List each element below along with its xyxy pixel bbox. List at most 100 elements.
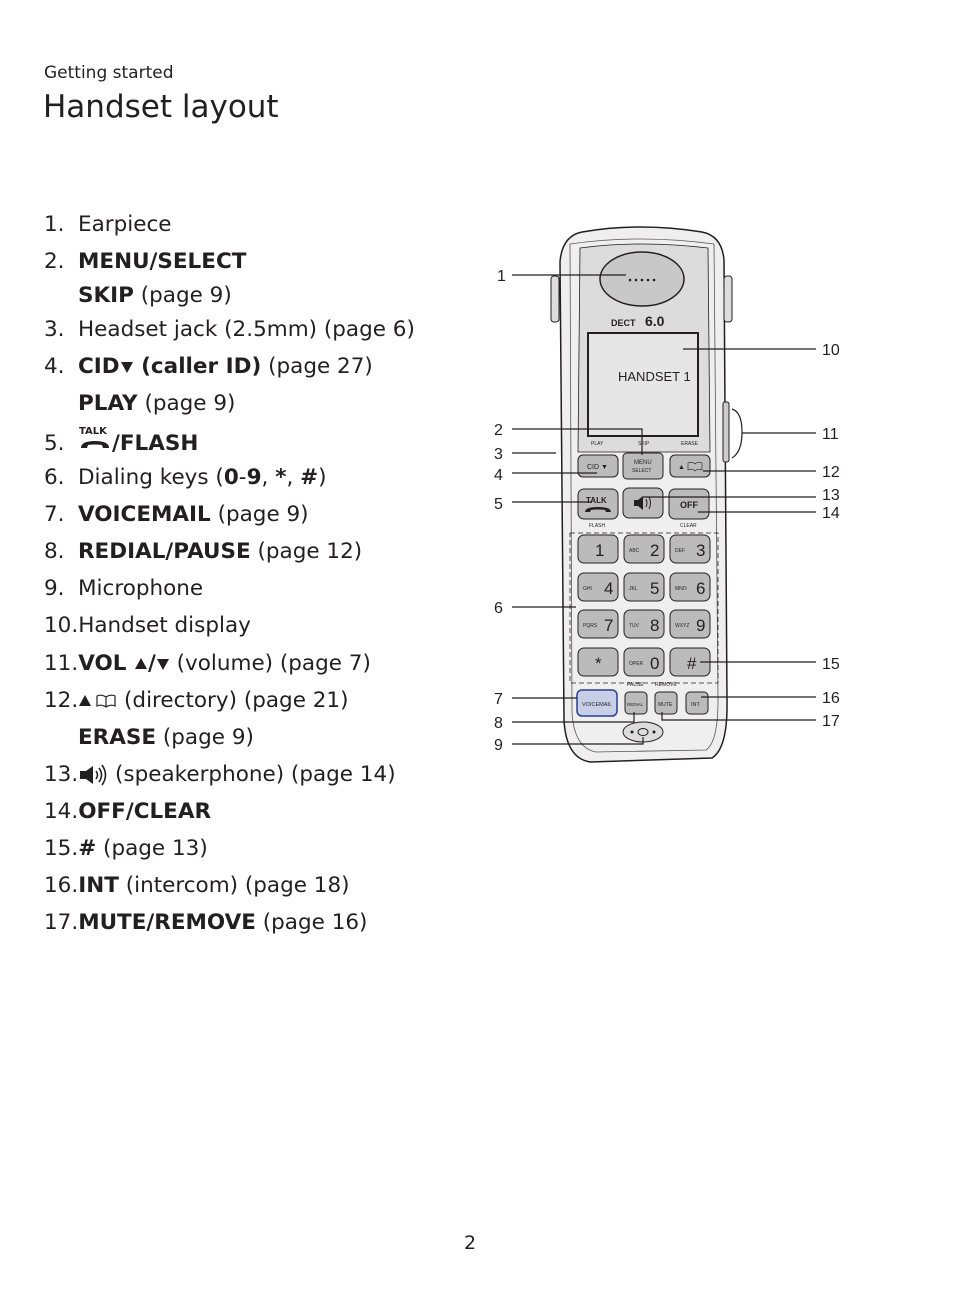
list-item: 8.REDIAL/PAUSE (page 12) — [44, 539, 363, 564]
keypad-digit: 2 — [650, 541, 659, 560]
directory-key[interactable] — [669, 454, 711, 478]
menu-select-key[interactable] — [622, 452, 664, 480]
pause-label: PAUSE — [627, 682, 644, 688]
keypad-key-3[interactable] — [669, 534, 711, 564]
callout-lines — [512, 274, 816, 745]
keypad-digit: 7 — [604, 616, 613, 635]
list-item-continued: ERASE (page 9) — [78, 725, 254, 750]
down-arrow-icon — [120, 362, 133, 373]
voicemail-key[interactable] — [576, 689, 618, 717]
list-item-continued: PLAY (page 9) — [78, 391, 236, 416]
list-item: 1.Earpiece — [44, 212, 172, 237]
keypad-letters: OPER — [629, 661, 644, 667]
keypad-digit: 0 — [650, 654, 659, 673]
down-arrow-icon — [156, 659, 169, 670]
callout-9: 9 — [494, 737, 503, 754]
callout-5: 5 — [494, 496, 503, 513]
clear-label: CLEAR — [680, 523, 697, 529]
handset-illustration: DECT 6.0 HANDSET 1 PLAY SKIP ERASE CID ▼… — [494, 226, 840, 763]
list-item: 14.OFF/CLEAR — [44, 799, 212, 824]
list-item: 7.VOICEMAIL (page 9) — [44, 502, 309, 527]
callout-4: 4 — [494, 467, 503, 484]
list-item: 3.Headset jack (2.5mm) (page 6) — [44, 317, 415, 342]
cid-key-label: CID ▼ — [587, 464, 608, 471]
display-text: HANDSET 1 — [618, 369, 691, 384]
redial-key-label: REDIAL — [627, 702, 644, 707]
list-item: 2.MENU/SELECT — [44, 249, 247, 274]
keypad-letters: MNO — [675, 586, 687, 592]
voicemail-key-label: VOICEMAIL — [582, 702, 612, 708]
keypad-digit: 8 — [650, 616, 659, 635]
keypad-key-8[interactable] — [623, 609, 665, 639]
keypad-letters: GHI — [583, 586, 592, 592]
handset-display — [587, 332, 699, 437]
dect-brand: DECT — [611, 318, 636, 328]
section-header: Getting started — [44, 63, 174, 83]
page-title: Handset layout — [43, 89, 279, 125]
up-arrow-icon — [79, 695, 92, 706]
list-item: 15.# (page 13) — [44, 836, 208, 861]
list-item: 4.CID (caller ID) (page 27) — [44, 354, 373, 379]
off-key-label: OFF — [680, 500, 698, 510]
keypad-key-0[interactable] — [623, 647, 665, 677]
callout-14: 14 — [822, 505, 840, 522]
keypad-key-4[interactable] — [577, 572, 619, 602]
left-grip — [550, 275, 560, 323]
keypad-key-9[interactable] — [669, 609, 711, 639]
play-label: PLAY — [591, 441, 604, 447]
callout-7: 7 — [494, 691, 503, 708]
dect-version: 6.0 — [645, 313, 665, 329]
menu-key-label: MENU — [634, 460, 652, 466]
volume-buttons — [722, 401, 730, 463]
callout-6: 6 — [494, 600, 503, 617]
speakerphone-icon — [80, 764, 107, 786]
select-key-label: SELECT — [632, 468, 651, 474]
callout-12: 12 — [822, 464, 840, 481]
keypad-digit: 4 — [604, 579, 613, 598]
keypad-digit: * — [595, 654, 602, 673]
directory-key-label: ▲ — [678, 464, 685, 471]
keypad-key-star[interactable] — [577, 647, 619, 677]
redial-key[interactable] — [624, 691, 648, 715]
callout-11: 11 — [822, 426, 839, 443]
callout-1: 1 — [497, 268, 506, 285]
callout-13: 13 — [822, 487, 840, 504]
callout-16: 16 — [822, 690, 840, 707]
cid-key[interactable] — [577, 454, 619, 478]
mute-key-label: MUTE — [658, 702, 673, 708]
list-item: 17.MUTE/REMOVE (page 16) — [44, 910, 368, 935]
keypad-key-5[interactable] — [623, 572, 665, 602]
keypad-letters: WXYZ — [675, 623, 689, 629]
keypad-digit: 3 — [696, 541, 705, 560]
keypad-digit: 5 — [650, 579, 659, 598]
directory-book-icon — [96, 694, 116, 708]
list-item: 12. (directory) (page 21) — [44, 688, 349, 713]
list-item: 6.Dialing keys (0-9, *, #) — [44, 465, 327, 490]
keypad-key-6[interactable] — [669, 572, 711, 602]
callout-3: 3 — [494, 446, 503, 463]
list-item-continued: SKIP (page 9) — [78, 283, 232, 308]
keypad-digit: 1 — [595, 541, 604, 560]
skip-label: SKIP — [638, 441, 650, 447]
keypad-digit: 9 — [696, 616, 705, 635]
keypad-key-7[interactable] — [577, 609, 619, 639]
list-item: 13. (speakerphone) (page 14) — [44, 762, 396, 787]
keypad-key-2[interactable] — [623, 534, 665, 564]
int-key-label: INT — [691, 702, 701, 708]
talk-icon: TALK — [78, 426, 112, 452]
mute-key[interactable] — [654, 691, 678, 715]
callout-15: 15 — [822, 656, 840, 673]
list-item: 11.VOL / (volume) (page 7) — [44, 651, 371, 676]
remove-label: REMOVE — [655, 682, 677, 688]
keypad-key-1[interactable] — [577, 534, 619, 564]
callout-10: 10 — [822, 342, 840, 359]
keypad-digit: # — [687, 654, 697, 673]
list-item: 16.INT (intercom) (page 18) — [44, 873, 350, 898]
up-arrow-icon — [134, 658, 147, 669]
keypad-letters: ABC — [629, 548, 640, 554]
flash-label: FLASH — [589, 523, 606, 529]
list-item: 5.TALK/FLASH — [44, 426, 199, 456]
callout-17: 17 — [822, 713, 840, 730]
keypad-digit: 6 — [696, 579, 705, 598]
